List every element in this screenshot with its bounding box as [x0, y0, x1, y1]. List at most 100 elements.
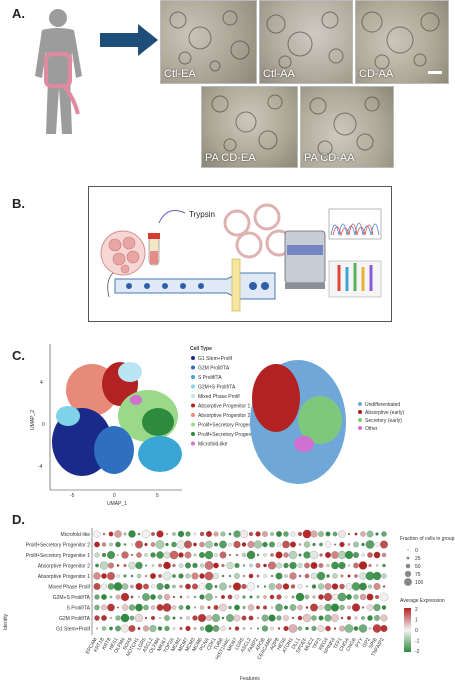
trypsin-label: Trypsin: [189, 210, 215, 219]
dot: [263, 595, 267, 599]
dot: [121, 583, 129, 590]
dot: [256, 595, 260, 599]
dot: [282, 583, 290, 590]
dot: [339, 625, 345, 632]
dot: [179, 627, 183, 630]
dot: [248, 531, 254, 537]
dot: [354, 574, 358, 578]
dot: [248, 573, 254, 579]
dot: [302, 613, 312, 623]
micrograph-label: Ctl-EA: [164, 68, 196, 80]
dot: [205, 582, 213, 591]
color-legend-tick: 1: [415, 618, 418, 624]
dot: [155, 540, 165, 549]
dot: [361, 616, 365, 620]
dot: [178, 573, 184, 579]
dot: [206, 531, 212, 537]
dot: [304, 594, 310, 600]
dot: [361, 606, 365, 609]
dot: [325, 531, 331, 537]
dot: [135, 561, 143, 570]
panel-a-letter: A.: [12, 6, 25, 21]
dot: [135, 603, 143, 612]
dot: [143, 625, 149, 632]
dot: [242, 564, 246, 567]
size-legend-label: 75: [415, 572, 421, 578]
dot: [262, 531, 268, 537]
dot: [305, 606, 309, 609]
dot: [191, 572, 199, 580]
size-legend-label: 0: [415, 548, 418, 554]
dot: [162, 571, 172, 581]
dot: [94, 552, 100, 558]
dot: [221, 574, 225, 578]
dot: [199, 531, 205, 537]
dot: [213, 562, 219, 569]
dot: [318, 605, 324, 610]
x-axis-label: UMAP_1: [107, 501, 127, 507]
x-tick: -5: [70, 493, 75, 499]
dot: [310, 562, 318, 569]
dot: [214, 553, 218, 557]
dot: [338, 530, 346, 538]
dot: [270, 626, 274, 631]
legend-label: Microfold-like: [198, 442, 228, 448]
row-label: S Prolif/TA: [66, 606, 90, 612]
dot: [157, 594, 163, 600]
legend-swatch: [191, 432, 195, 436]
row-label: G1 Stem+Prolif: [56, 627, 91, 633]
dot: [107, 572, 115, 580]
dot: [270, 606, 274, 609]
legend-swatch: [191, 365, 195, 370]
dot: [185, 573, 191, 579]
dot: [114, 530, 122, 538]
dot: [101, 573, 107, 579]
size-legend-label: 25: [415, 556, 421, 562]
dot: [275, 583, 283, 590]
dot: [184, 540, 192, 549]
workflow-diagram: Trypsin: [100, 203, 382, 312]
micrograph-pa-cd-aa: PA CD-AA: [300, 86, 394, 168]
dot: [235, 553, 239, 557]
dot: [165, 542, 169, 547]
dot: [151, 584, 155, 589]
micrograph-label: PA CD-EA: [205, 152, 256, 164]
dot: [185, 531, 191, 537]
dot: [340, 616, 344, 620]
dot: [290, 584, 296, 589]
dot: [128, 530, 136, 538]
dot: [101, 604, 107, 611]
dot: [284, 595, 288, 599]
dot: [185, 562, 191, 569]
dot: [275, 551, 283, 559]
dot: [344, 624, 354, 633]
dot: [156, 604, 164, 611]
dot: [130, 574, 134, 578]
y-axis-label: Identity: [3, 613, 9, 630]
dot: [331, 593, 339, 601]
dot: [130, 584, 134, 589]
dot: [141, 529, 151, 539]
row-label: G2M+S Prolif/TA: [53, 595, 91, 601]
dot: [359, 572, 367, 580]
dot: [102, 532, 106, 536]
dot: [374, 615, 380, 621]
dot: [347, 543, 351, 546]
dot: [318, 563, 324, 568]
dot: [101, 615, 107, 621]
dot: [366, 593, 374, 601]
dot: [184, 551, 192, 559]
dot: [298, 532, 302, 536]
dot: [120, 592, 130, 602]
micrograph-label: Ctl-AA: [263, 68, 295, 80]
dot: [212, 625, 220, 632]
dot: [263, 563, 267, 568]
dot: [318, 531, 324, 537]
legend-swatch: [191, 375, 195, 379]
dot: [331, 614, 339, 622]
dot: [324, 614, 332, 622]
dot: [297, 615, 303, 621]
dot: [250, 627, 253, 630]
row-label: Microfold-like: [61, 532, 91, 538]
dot: [204, 571, 214, 581]
